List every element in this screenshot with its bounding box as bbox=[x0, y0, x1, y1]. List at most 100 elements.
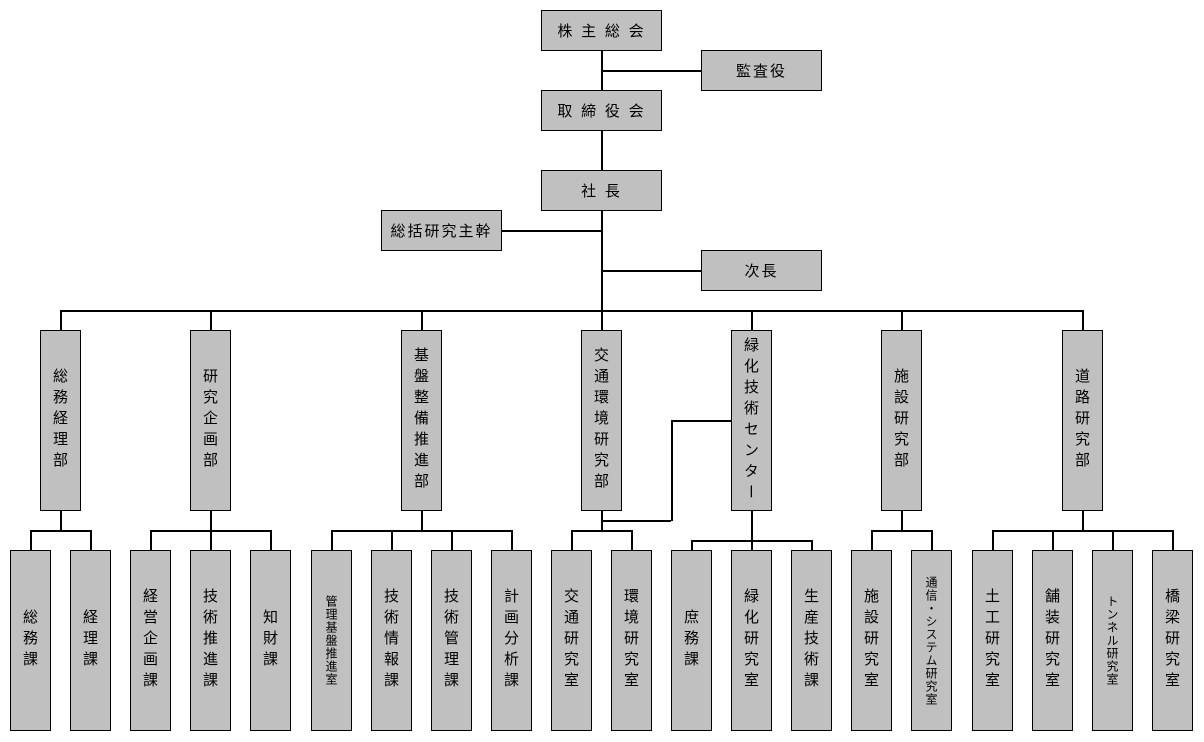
section-box: 橋梁研究室 bbox=[1152, 550, 1193, 731]
section-box-label: トンネル研究室 bbox=[1105, 595, 1119, 686]
section-box: 計画分析課 bbox=[491, 550, 532, 731]
section-box-label: 緑化研究室 bbox=[742, 588, 760, 693]
section-box: 総務課 bbox=[10, 550, 51, 731]
connector-line bbox=[502, 230, 602, 232]
connector-line bbox=[992, 530, 1172, 532]
connector-line bbox=[150, 530, 152, 550]
connector-line bbox=[421, 310, 423, 330]
connector-line bbox=[931, 530, 933, 550]
section-box-label: 技術情報課 bbox=[382, 588, 400, 693]
section-box: 緑化研究室 bbox=[731, 550, 772, 731]
section-box-label: 技術推進課 bbox=[201, 588, 219, 693]
section-box: 施設研究室 bbox=[851, 550, 892, 731]
connector-line bbox=[901, 310, 903, 330]
section-box: 交通研究室 bbox=[551, 550, 592, 731]
president-label: 社 長 bbox=[581, 182, 622, 200]
connector-line bbox=[811, 540, 813, 550]
department-box: 研究企画部 bbox=[190, 330, 231, 511]
section-box: 環境研究室 bbox=[611, 550, 652, 731]
auditor-label: 監査役 bbox=[735, 62, 787, 80]
connector-line bbox=[871, 530, 931, 532]
connector-line bbox=[30, 530, 32, 550]
connector-line bbox=[691, 540, 693, 550]
section-box-label: 総務課 bbox=[21, 609, 39, 672]
connector-line bbox=[601, 270, 701, 272]
section-box-label: 通信・システム研究室 bbox=[924, 575, 938, 706]
connector-line bbox=[601, 211, 603, 311]
department-box-label: 交通環境研究部 bbox=[592, 347, 610, 494]
section-box: 技術管理課 bbox=[431, 550, 472, 731]
department-box: 道路研究部 bbox=[1062, 330, 1103, 511]
shareholders-box: 株 主 総 会 bbox=[541, 10, 662, 51]
connector-line bbox=[671, 420, 731, 422]
connector-line bbox=[90, 530, 92, 550]
connector-line bbox=[210, 310, 212, 330]
department-box: 施設研究部 bbox=[881, 330, 922, 511]
connector-line bbox=[331, 530, 333, 550]
section-box: 経営企画課 bbox=[130, 550, 171, 731]
connector-line bbox=[871, 530, 873, 550]
department-box: 交通環境研究部 bbox=[581, 330, 622, 511]
connector-line bbox=[992, 530, 994, 550]
section-box-label: 管理基盤推進室 bbox=[324, 595, 338, 686]
board-label: 取 締 役 会 bbox=[557, 102, 646, 120]
section-box: 土工研究室 bbox=[972, 550, 1013, 731]
section-box-label: 生産技術課 bbox=[802, 588, 820, 693]
section-box: 技術推進課 bbox=[190, 550, 231, 731]
connector-line bbox=[571, 530, 573, 550]
connector-line bbox=[631, 530, 633, 550]
connector-line bbox=[210, 530, 212, 550]
department-box-label: 施設研究部 bbox=[892, 368, 910, 473]
connector-line bbox=[391, 530, 393, 550]
connector-line bbox=[901, 511, 903, 531]
connector-line bbox=[1082, 310, 1084, 330]
deputy-box: 次長 bbox=[701, 250, 822, 291]
board-box: 取 締 役 会 bbox=[541, 90, 662, 131]
department-box-label: 基盤整備推進部 bbox=[412, 347, 430, 494]
connector-line bbox=[511, 530, 513, 550]
section-box-label: 計画分析課 bbox=[502, 588, 520, 693]
connector-line bbox=[601, 131, 603, 171]
department-box-label: 緑化技術センター bbox=[742, 336, 760, 505]
connector-line bbox=[671, 420, 673, 521]
connector-line bbox=[571, 530, 631, 532]
section-box-label: 技術管理課 bbox=[442, 588, 460, 693]
connector-line bbox=[751, 511, 753, 540]
department-box: 総務経理部 bbox=[40, 330, 81, 511]
section-box: 通信・システム研究室 bbox=[911, 550, 952, 731]
department-box-label: 道路研究部 bbox=[1073, 368, 1091, 473]
connector-line bbox=[60, 511, 62, 531]
connector-line bbox=[1112, 530, 1114, 550]
section-box-label: 庶務課 bbox=[682, 609, 700, 672]
section-box: 知財課 bbox=[250, 550, 291, 731]
chief-researcher-box: 総括研究主幹 bbox=[381, 210, 502, 251]
department-box-label: 研究企画部 bbox=[201, 368, 219, 473]
deputy-label: 次長 bbox=[744, 262, 779, 280]
president-box: 社 長 bbox=[541, 170, 662, 211]
connector-line bbox=[601, 520, 671, 522]
section-box: 経理課 bbox=[70, 550, 111, 731]
section-box-label: 知財課 bbox=[261, 609, 279, 672]
connector-line bbox=[270, 530, 272, 550]
section-box-label: 舗装研究室 bbox=[1043, 588, 1061, 693]
connector-line bbox=[601, 310, 603, 330]
section-box-label: 交通研究室 bbox=[562, 588, 580, 693]
connector-line bbox=[210, 511, 212, 531]
connector-line bbox=[751, 310, 753, 330]
section-box-label: 橋梁研究室 bbox=[1163, 588, 1181, 693]
section-box-label: 土工研究室 bbox=[983, 588, 1001, 693]
section-box-label: 環境研究室 bbox=[622, 588, 640, 693]
section-box-label: 経営企画課 bbox=[141, 588, 159, 693]
connector-line bbox=[1082, 511, 1084, 531]
shareholders-label: 株 主 総 会 bbox=[557, 22, 646, 40]
connector-line bbox=[331, 530, 511, 532]
department-box: 基盤整備推進部 bbox=[401, 330, 442, 511]
connector-line bbox=[30, 530, 90, 532]
connector-line bbox=[60, 310, 62, 330]
connector-line bbox=[601, 70, 701, 72]
section-box: 舗装研究室 bbox=[1032, 550, 1073, 731]
section-box: 庶務課 bbox=[671, 550, 712, 731]
department-box-label: 総務経理部 bbox=[51, 368, 69, 473]
section-box: 生産技術課 bbox=[791, 550, 832, 731]
